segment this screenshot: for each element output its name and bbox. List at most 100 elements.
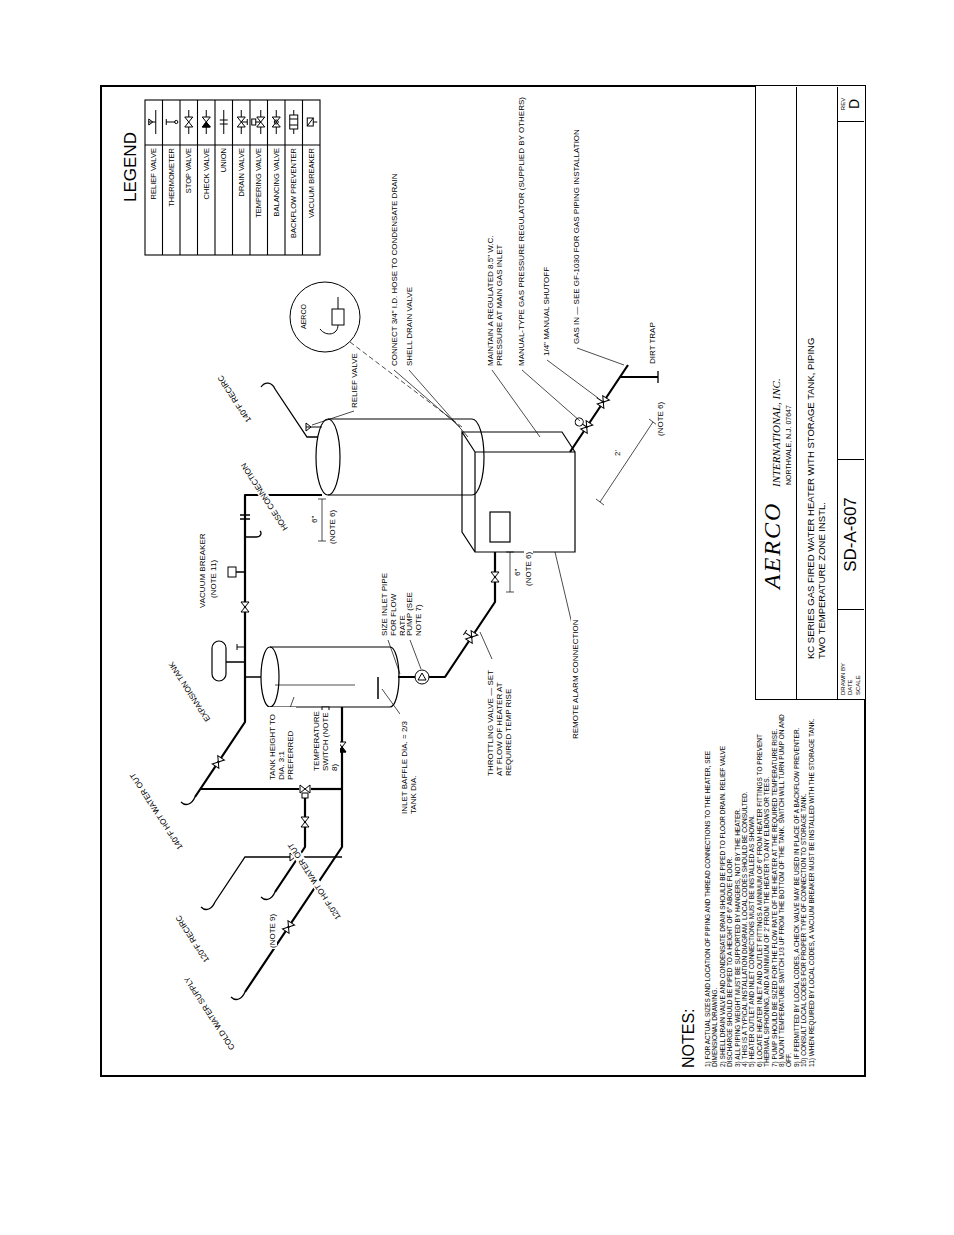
valve-symbol	[228, 567, 236, 577]
valve-symbol	[212, 393, 609, 933]
legend-entry: UNION	[215, 148, 233, 251]
storage-tank	[261, 647, 399, 707]
leader-line	[312, 411, 354, 425]
legend-entry: CHECK VALVE	[198, 148, 216, 251]
legend-symbol	[166, 119, 178, 125]
title-field-cell: DRAWN BYDATESCALE	[838, 609, 864, 699]
legend-entry: TEMPERING VALVE	[250, 148, 268, 251]
heater-control-box	[462, 432, 575, 552]
legend-entry: BACKFLOW PREVENTER	[285, 148, 303, 251]
note-text: 4) THIS IS A TYPICAL INSTALLATION DIAGRA…	[741, 707, 748, 1067]
storage-tank	[275, 685, 355, 686]
title-description-cell: KC SERIES GAS FIRED WATER HEATER WITH ST…	[796, 87, 838, 699]
valve-symbol	[240, 515, 250, 519]
water-pipe	[195, 495, 322, 797]
legend-table	[145, 100, 320, 255]
callout-label: TANK HEIGHT TO DIA. 3:1 PREFERRED	[268, 707, 296, 781]
component-label: VACUUM BREAKER	[198, 532, 207, 609]
legend-symbol	[272, 110, 280, 134]
legend-entry: VACUUM BREAKER	[303, 148, 321, 251]
revision-heading: REV	[840, 98, 847, 110]
note-text: 9) IF PERMITTED BY LOCAL CODES, A CHECK …	[793, 707, 800, 1067]
note-reference: (NOTE 6)	[328, 509, 337, 545]
callout-label: SIZE INLET PIPE FOR FLOW RATE	[380, 571, 408, 637]
legend-heading: LEGEND	[121, 131, 141, 203]
revision-cell: REVD	[838, 87, 864, 122]
gas-pipe	[570, 365, 658, 452]
legend-symbol	[252, 119, 256, 125]
pipe-label: 140°F HOT WATER OUT	[128, 770, 186, 852]
note-reference: (NOTE 6)	[656, 401, 665, 437]
detail-circle	[290, 282, 360, 352]
valve-symbol	[300, 785, 310, 793]
legend-symbol	[252, 110, 265, 134]
recirc-pipe	[215, 389, 342, 902]
valve-symbol	[594, 393, 610, 408]
legend-symbol	[307, 118, 317, 126]
callout-label: DIRT TRAP	[648, 321, 657, 365]
company-address: NORTHVALE, N.J. 07647	[785, 405, 793, 485]
pipe-label: 120°F RECIRC	[173, 913, 211, 965]
legend-table	[145, 100, 320, 255]
heater-control-box	[490, 512, 510, 542]
valve-symbol	[237, 644, 245, 650]
leader-line	[409, 370, 468, 437]
drawing-linework	[101, 86, 865, 1076]
pipe-label: 120°F HOT WATER OUT	[286, 840, 344, 922]
legend-symbol	[185, 110, 193, 134]
dimension-line	[596, 419, 657, 505]
callout-label: GAS IN — SEE GF-1030 FOR GAS PIPING INST…	[572, 128, 581, 345]
legend-symbol	[149, 110, 318, 134]
valve-symbol	[462, 628, 478, 643]
legend-symbol	[290, 110, 298, 134]
legend-symbol	[185, 110, 193, 134]
recirc-pipe	[275, 389, 318, 437]
leader-line	[547, 360, 598, 398]
legend-symbol	[149, 110, 156, 134]
recirc-pipe	[226, 537, 261, 677]
detail-circle	[290, 282, 360, 352]
legend-symbol	[220, 110, 228, 134]
valve-symbol	[300, 785, 310, 798]
legend-symbol	[290, 110, 298, 134]
valve-symbol	[212, 756, 224, 769]
legend-entry: BALANCING VALVE	[268, 148, 286, 251]
callout-label: SHELL DRAIN VALVE	[405, 286, 414, 367]
dimension-line	[318, 419, 657, 592]
drawing-number: SD-A-607	[841, 497, 861, 572]
water-heater	[328, 419, 484, 495]
callout-label: CONNECT 3/4" I.D. HOSE TO CONDENSATE DRA…	[390, 172, 399, 367]
legend-symbol	[202, 122, 210, 127]
valve-symbol	[491, 572, 499, 582]
leader-line	[410, 640, 421, 669]
title-block: AERCOINTERNATIONAL, INC.NORTHVALE, N.J. …	[755, 85, 866, 700]
dimension-label: 6"	[513, 568, 522, 577]
valve-symbol	[415, 670, 429, 684]
detail-circle	[320, 297, 338, 334]
note-text: 8) MOUNT TEMPERATURE SWITCH 1/3 UP FROM …	[778, 707, 793, 1067]
company-name: AERCO	[759, 502, 787, 589]
note-text: 2) SHELL DRAIN VALVE AND CONDENSATE DRAI…	[719, 707, 734, 1067]
notes-heading: NOTES:	[680, 1007, 698, 1069]
note-text: 10) CONSULT LOCAL CODES FOR PROPER TYPE …	[800, 707, 807, 1067]
drawing-title: KC SERIES GAS FIRED WATER HEATER WITH ST…	[806, 329, 828, 659]
note-text: 3) ALL PIPING WEIGHT MUST BE SUPPORTED B…	[734, 707, 741, 1067]
revision-letter: D	[846, 99, 862, 109]
title-field: SCALE	[855, 614, 863, 695]
drawing-sheet: AERCOINTERNATIONAL, INC.NORTHVALE, N.J. …	[100, 85, 866, 1077]
water-heater	[316, 419, 484, 495]
valve-symbol	[282, 921, 294, 934]
leader-line	[577, 348, 624, 365]
gas-pipe	[657, 371, 658, 383]
component-label: EXPANSION TANK	[166, 659, 212, 723]
drawing-border	[101, 86, 865, 1076]
valve-symbol	[594, 393, 610, 408]
legend-symbol	[307, 118, 313, 126]
note-text: 1) FOR ACTUAL SIZES AND LOCATION OF PIPI…	[704, 707, 719, 1067]
water-pipe	[195, 495, 495, 992]
legend-table	[145, 100, 320, 255]
leader-line	[382, 689, 400, 714]
legend-entry: DRAIN VALVE	[233, 148, 251, 251]
legend-entry: RELIEF VALVE	[145, 148, 163, 251]
legend-symbol	[256, 110, 265, 134]
